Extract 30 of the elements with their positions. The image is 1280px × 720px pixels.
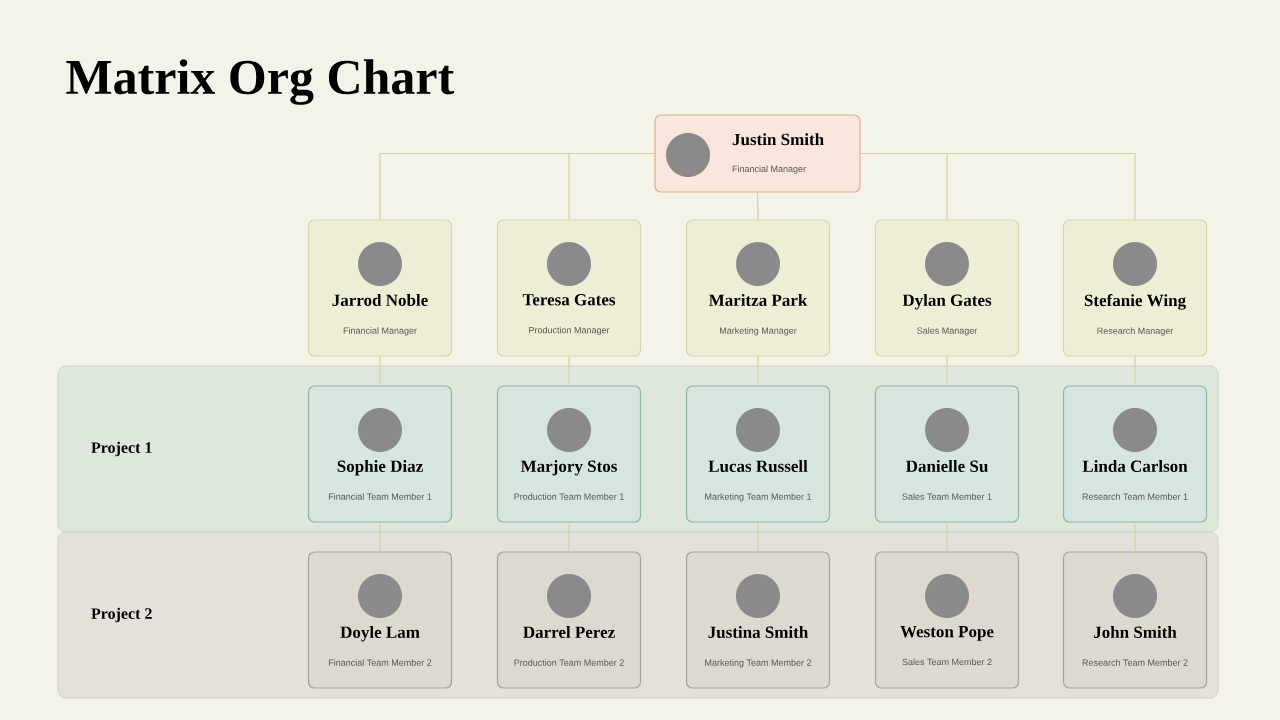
person-card: Jarrod Noble Financial Manager [307,219,453,357]
connector-line [379,522,381,552]
connector-line [946,356,948,386]
person-card: John Smith Research Team Member 2 [1062,551,1208,689]
person-card: Danielle Su Sales Team Member 1 [874,385,1020,523]
connector-line [757,356,759,386]
person-card: Justina Smith Marketing Team Member 2 [685,551,831,689]
person-card: Marjory Stos Production Team Member 1 [496,385,642,523]
connector-line [757,522,759,552]
person-card: Linda Carlson Research Team Member 1 [1062,385,1208,523]
connector-line [379,356,381,386]
connector-line [568,152,655,220]
person-card: Stefanie Wing Research Manager [1062,219,1208,357]
person-card: Lucas Russell Marketing Team Member 1 [685,385,831,523]
connector-line [756,192,759,220]
connector-line [568,522,570,552]
person-card: Weston Pope Sales Team Member 2 [874,551,1020,689]
connector-line [568,356,570,386]
connector-line [860,152,1136,220]
connector-line [946,522,948,552]
person-card: Maritza Park Marketing Manager [685,219,831,357]
person-card: Sophie Diaz Financial Team Member 1 [307,385,453,523]
title: Matrix Org Chart [66,59,454,105]
person-card: Darrel Perez Production Team Member 2 [496,551,642,689]
person-card: Doyle Lam Financial Team Member 2 [307,551,453,689]
person-card: Teresa Gates Production Manager [496,219,642,357]
person-card: Dylan Gates Sales Manager [874,219,1020,357]
person-card: Justin Smith Financial Manager [654,114,861,193]
connector-line [1134,522,1136,552]
connector-line [1134,356,1136,386]
